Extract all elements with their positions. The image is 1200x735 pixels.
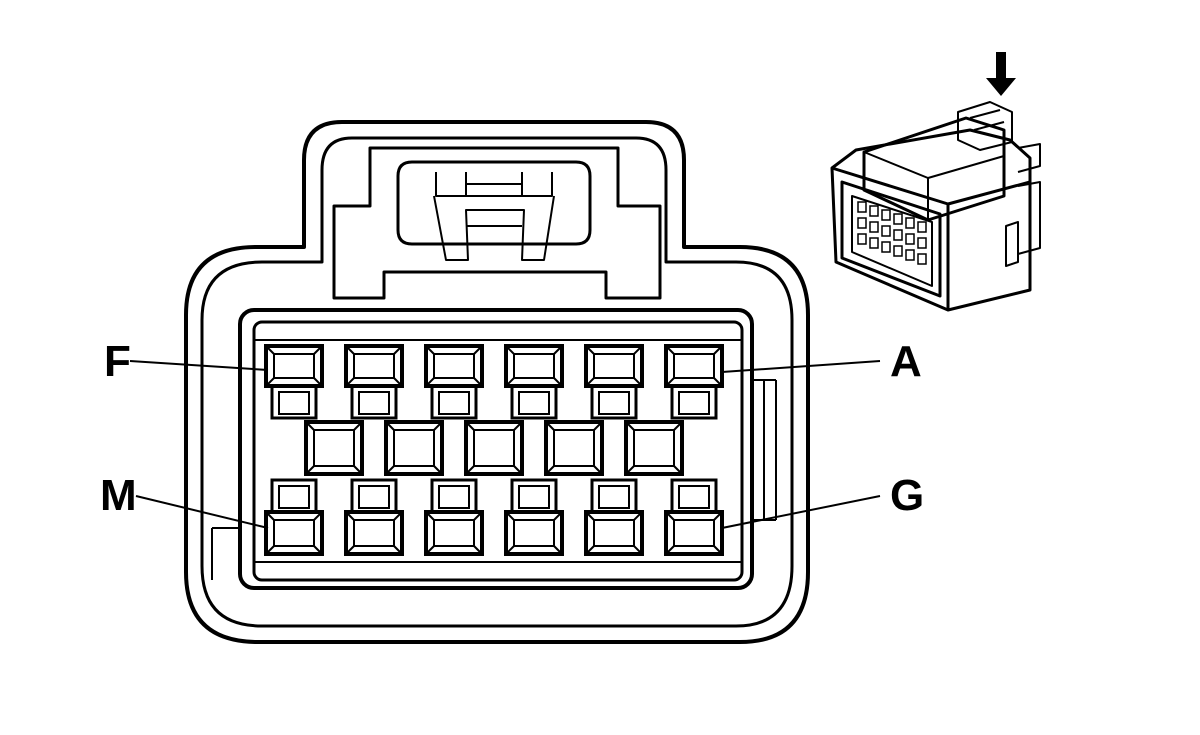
mini-cavity — [881, 241, 891, 253]
mini-cavity — [917, 253, 927, 265]
mini-cavity — [857, 201, 867, 213]
leader-lines — [129, 360, 881, 529]
cavity-bottom-tab-1 — [270, 478, 318, 514]
housing-outer-outline — [184, 120, 810, 644]
cavity-bottom-2 — [344, 510, 404, 556]
cavity-bottom-tab-4 — [510, 478, 558, 514]
isometric-mini-cavities — [857, 201, 927, 265]
cavity-bottom-tab-3 — [430, 478, 478, 514]
cavity-bottom-5 — [584, 510, 644, 556]
pin-label-a: A — [890, 337, 922, 386]
cavity-top-tab-3 — [430, 384, 478, 420]
mini-cavity — [881, 225, 891, 237]
cavity-top-4 — [504, 344, 564, 388]
mini-cavity — [857, 233, 867, 245]
cavity-top-tab-4 — [510, 384, 558, 420]
key-rib-left — [211, 527, 240, 580]
cavity-bottom-4 — [504, 510, 564, 556]
cavity-middle-2 — [384, 420, 444, 476]
mini-cavity — [917, 221, 927, 233]
mini-cavity — [893, 245, 903, 257]
mini-cavity — [905, 233, 915, 245]
cavity-middle-3 — [464, 420, 524, 476]
cavity-bottom-tab-6 — [670, 478, 718, 514]
cavity-top-1 — [264, 344, 324, 388]
arrow-down-icon — [986, 52, 1016, 96]
mini-cavity — [917, 237, 927, 249]
mini-cavity — [869, 205, 879, 217]
cavity-bottom-6 — [664, 510, 724, 556]
cavity-top-tab-1 — [270, 384, 318, 420]
cavity-bottom-1 — [264, 510, 324, 556]
cavity-bottom-3 — [424, 510, 484, 556]
cavity-middle-1 — [304, 420, 364, 476]
cavity-top-tab-5 — [590, 384, 638, 420]
cavity-top-5 — [584, 344, 644, 388]
key-rib-right — [752, 379, 777, 521]
leader-line-g — [721, 495, 881, 529]
cavity-top-tab-6 — [670, 384, 718, 420]
cavity-bottom-tab-2 — [350, 478, 398, 514]
mini-cavity — [905, 249, 915, 261]
connector-isometric-view — [830, 52, 1041, 312]
leader-line-m — [135, 495, 269, 529]
pin-label-m: M — [100, 471, 137, 520]
cavity-middle-4 — [544, 420, 604, 476]
cavity-top-6 — [664, 344, 724, 388]
mini-cavity — [893, 229, 903, 241]
cavity-field — [238, 308, 754, 590]
housing-inner-outline — [200, 136, 794, 628]
cavity-middle-5 — [624, 420, 684, 476]
cavity-top-3 — [424, 344, 484, 388]
mini-cavity — [869, 221, 879, 233]
latch — [396, 160, 592, 261]
latch-pocket — [332, 146, 662, 300]
connector-face: F A M G — [100, 120, 924, 644]
cavity-top-tab-2 — [350, 384, 398, 420]
terminal-cavities — [264, 344, 724, 556]
cavity-top-2 — [344, 344, 404, 388]
mini-cavity — [857, 217, 867, 229]
mini-cavity — [905, 217, 915, 229]
cavity-bottom-tab-5 — [590, 478, 638, 514]
leader-line-f — [129, 360, 269, 371]
mini-cavity — [881, 209, 891, 221]
leader-line-a — [721, 360, 881, 373]
pin-label-g: G — [890, 471, 924, 520]
mini-cavity — [893, 213, 903, 225]
mini-cavity — [869, 237, 879, 249]
pin-label-f: F — [104, 337, 131, 386]
